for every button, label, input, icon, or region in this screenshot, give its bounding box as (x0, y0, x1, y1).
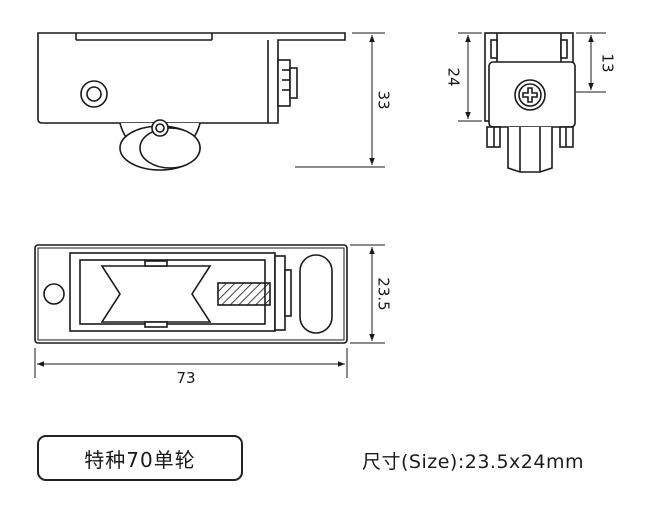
size-caption: 尺寸(Size):23.5x24mm (362, 451, 584, 473)
side-height-label: 33 (375, 90, 393, 109)
front-view (458, 32, 606, 173)
side-view (37, 32, 385, 171)
product-name-box: 特种70单轮 (37, 435, 243, 481)
top-width-label: 23.5 (375, 277, 393, 310)
front-height-label: 24 (445, 67, 463, 86)
product-name: 特种70单轮 (84, 447, 196, 472)
front-offset-label: 13 (599, 53, 617, 72)
top-view (34, 244, 385, 378)
top-length-label: 73 (176, 369, 195, 387)
